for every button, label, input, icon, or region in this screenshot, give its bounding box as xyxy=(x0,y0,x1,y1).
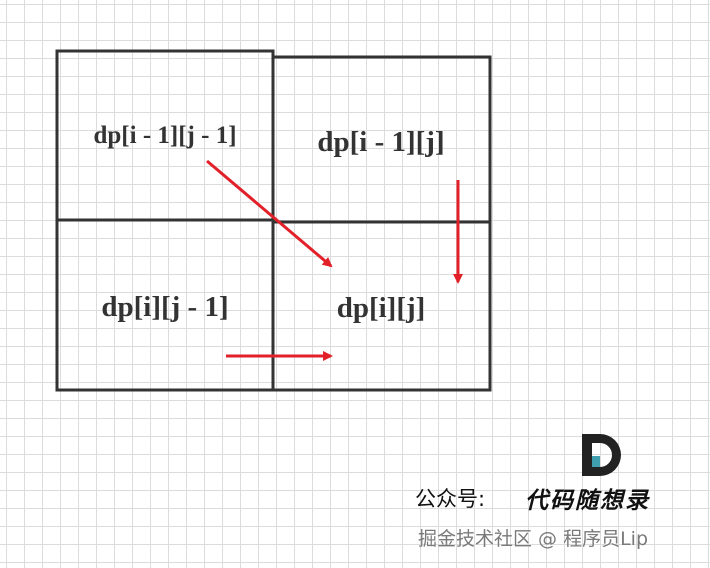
arrow-diagonal xyxy=(206,159,333,268)
watermark-brand: 代码随想录 xyxy=(525,487,650,514)
cell-label-bottom-left: dp[i][j - 1] xyxy=(101,291,228,323)
cell-bottom-right-box xyxy=(271,220,492,392)
cell-label-top-left: dp[i - 1][j - 1] xyxy=(93,122,236,149)
cell-label-bottom-right: dp[i][j] xyxy=(337,292,426,324)
watermark-footer: 掘金技术社区 @ 程序员Lip xyxy=(418,528,649,550)
d-logo-icon xyxy=(582,434,621,476)
watermark-label: 公众号: xyxy=(415,487,486,511)
cell-label-top-right: dp[i - 1][j] xyxy=(317,126,444,158)
